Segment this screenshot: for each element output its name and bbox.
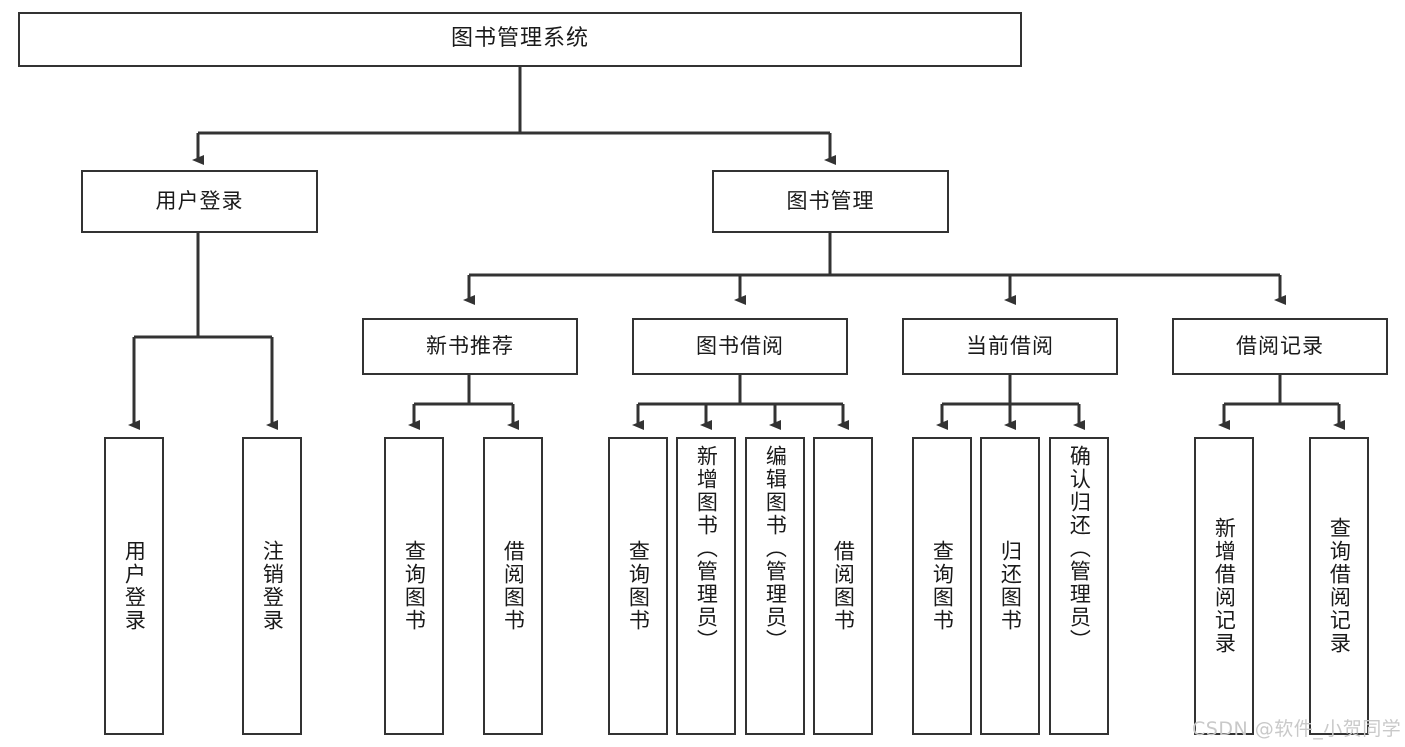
node-label: 查询图书: [626, 540, 651, 632]
node-borrow-record[interactable]: 借阅记录: [1172, 318, 1388, 375]
leaf-nbr-borrow-book[interactable]: 借阅图书: [483, 437, 543, 735]
node-book-borrow[interactable]: 图书借阅: [632, 318, 848, 375]
leaf-cb-return-book[interactable]: 归还图书: [980, 437, 1040, 735]
node-label: 借阅图书: [501, 540, 526, 632]
leaf-bb-query-book[interactable]: 查询图书: [608, 437, 668, 735]
node-user-login[interactable]: 用户登录: [81, 170, 318, 233]
node-label: 查询借阅记录: [1327, 517, 1352, 655]
node-label: 归还图书: [998, 540, 1023, 632]
node-label: 注销登录: [260, 540, 285, 632]
node-label: 查询图书: [402, 540, 427, 632]
leaf-user-login-login[interactable]: 用户登录: [104, 437, 164, 735]
leaf-bb-add-book-admin[interactable]: 新增图书（管理员）: [676, 437, 736, 735]
leaf-br-add-record[interactable]: 新增借阅记录: [1194, 437, 1254, 735]
node-label: 借阅图书: [831, 540, 856, 632]
node-label: 查询图书: [930, 540, 955, 632]
node-label: 确认归还（管理员）: [1067, 445, 1092, 652]
node-label: 图书管理: [786, 188, 875, 213]
node-current-borrow[interactable]: 当前借阅: [902, 318, 1118, 375]
leaf-cb-query-book[interactable]: 查询图书: [912, 437, 972, 735]
node-label: 新增图书（管理员）: [694, 445, 719, 652]
node-new-book-recommend[interactable]: 新书推荐: [362, 318, 578, 375]
node-label: 图书借阅: [696, 333, 784, 358]
leaf-nbr-query-book[interactable]: 查询图书: [384, 437, 444, 735]
node-label: 用户登录: [155, 188, 244, 213]
leaf-cb-confirm-return-admin[interactable]: 确认归还（管理员）: [1049, 437, 1109, 735]
node-label: 借阅记录: [1236, 333, 1324, 358]
node-root-library-management-system[interactable]: 图书管理系统: [18, 12, 1022, 67]
node-label: 新增借阅记录: [1212, 517, 1237, 655]
leaf-br-query-record[interactable]: 查询借阅记录: [1309, 437, 1369, 735]
leaf-bb-edit-book-admin[interactable]: 编辑图书（管理员）: [745, 437, 805, 735]
leaf-user-login-logout[interactable]: 注销登录: [242, 437, 302, 735]
node-label: 用户登录: [122, 540, 147, 632]
node-book-management[interactable]: 图书管理: [712, 170, 949, 233]
leaf-bb-borrow-book[interactable]: 借阅图书: [813, 437, 873, 735]
node-label: 图书管理系统: [450, 26, 589, 52]
node-label: 当前借阅: [966, 333, 1054, 358]
node-label: 新书推荐: [426, 333, 514, 358]
node-label: 编辑图书（管理员）: [763, 445, 788, 652]
csdn-watermark: CSDN @软件_小贺同学: [1192, 718, 1402, 740]
